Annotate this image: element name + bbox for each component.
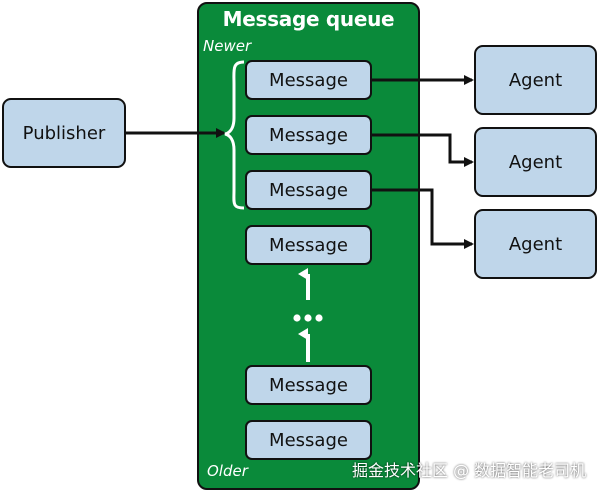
message-label: Message <box>269 179 348 201</box>
newer-label: Newer <box>203 37 252 55</box>
publisher-box: Publisher <box>2 98 126 168</box>
queue-title: Message queue <box>222 7 395 31</box>
message-label: Message <box>269 69 348 91</box>
publisher-label: Publisher <box>22 122 106 144</box>
message-6: Message <box>245 420 372 460</box>
message-2: Message <box>245 115 372 155</box>
message-label: Message <box>269 374 348 396</box>
agent-label: Agent <box>508 151 563 173</box>
message-1: Message <box>245 60 372 100</box>
agent-label: Agent <box>508 69 563 91</box>
message-label: Message <box>269 234 348 256</box>
agent-1: Agent <box>474 45 597 115</box>
older-label: Older <box>207 462 248 480</box>
agent-2: Agent <box>474 127 597 197</box>
message-label: Message <box>269 429 348 451</box>
message-label: Message <box>269 124 348 146</box>
agent-label: Agent <box>508 233 563 255</box>
message-5: Message <box>245 365 372 405</box>
message-4: Message <box>245 225 372 265</box>
agent-3: Agent <box>474 209 597 279</box>
watermark: 掘金技术社区 @ 数据智能老司机 <box>352 461 587 480</box>
message-3: Message <box>245 170 372 210</box>
